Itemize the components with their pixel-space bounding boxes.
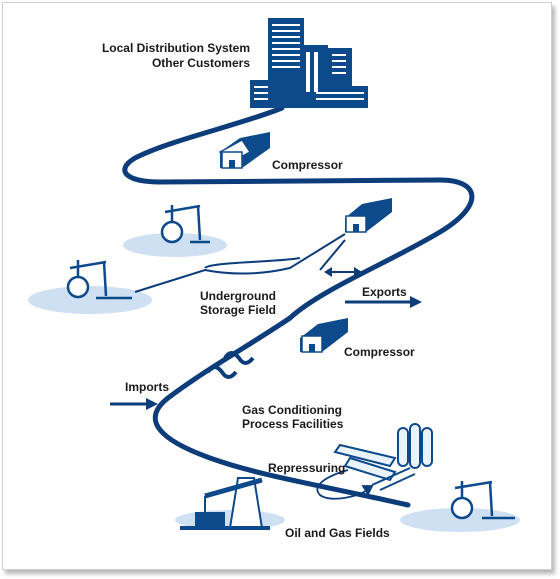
imports-arrow-icon [110, 398, 158, 410]
underground-label-line1: Underground [200, 289, 276, 303]
other-customers-label: Other Customers [151, 56, 250, 70]
compressor-building-mid-icon [300, 318, 348, 353]
repressuring-label: Repressuring [268, 461, 346, 475]
underground-label-line2: Storage Field [200, 303, 277, 317]
storage-building-icon [345, 198, 392, 233]
exports-label: Exports [362, 285, 407, 299]
storage-double-arrow [324, 267, 362, 277]
exports-arrow-icon [345, 296, 422, 308]
pipeline-crossing-marks [206, 351, 255, 379]
compressor-mid-label: Compressor [344, 345, 415, 359]
city-skyline-icon [250, 18, 368, 108]
storage-field-lines [134, 233, 346, 293]
compressor-building-top-icon [218, 132, 270, 169]
wellhead-right-icon [450, 480, 515, 520]
imports-label: Imports [125, 380, 170, 394]
gas-conditioning-label-line1: Gas Conditioning [242, 403, 342, 417]
oil-gas-fields-label: Oil and Gas Fields [285, 526, 390, 540]
ground-shadows [28, 233, 520, 532]
main-pipeline [122, 105, 475, 508]
wellhead-upper-icon [160, 204, 210, 244]
gas-conditioning-label-line2: Process Facilities [242, 417, 344, 431]
local-distribution-label: Local Distribution System [101, 41, 250, 55]
pumpjack-icon [180, 477, 270, 530]
compressor-top-label: Compressor [272, 158, 343, 172]
wellhead-left-icon [66, 260, 132, 300]
repressuring-loop [316, 469, 374, 500]
process-facility-icon [333, 423, 433, 491]
